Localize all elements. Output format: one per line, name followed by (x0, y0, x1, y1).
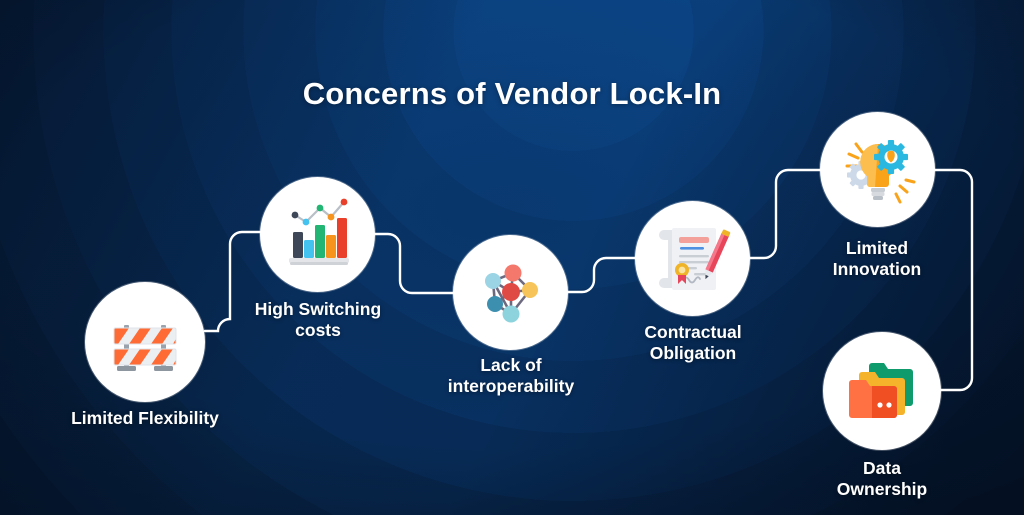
node-label: Limited Innovation (832, 238, 922, 280)
icon-bubble (453, 235, 568, 350)
icon-bubble (635, 201, 750, 316)
icon-bubble (820, 112, 935, 227)
node-label: High Switching costs (254, 299, 382, 341)
connector-2-3 (373, 232, 455, 295)
icon-bubble (85, 282, 205, 402)
lightbulb-gears-icon (845, 139, 915, 203)
contract-document-icon (658, 227, 730, 290)
node-label: Lack of interoperability (447, 355, 575, 397)
node-label: Contractual Obligation (644, 322, 742, 364)
connector-4-5 (748, 168, 822, 260)
network-nodes-icon (484, 264, 538, 322)
bar-chart-growth-icon (288, 198, 349, 265)
node-label: Data Ownership (836, 458, 928, 500)
connector-3-4 (566, 256, 637, 294)
road-barrier-icon (113, 325, 177, 371)
folders-stack-icon (849, 363, 913, 418)
connector-5-6 (933, 168, 974, 392)
icon-bubble (260, 177, 375, 292)
node-label: Limited Flexibility (71, 408, 219, 428)
icon-bubble (823, 332, 941, 450)
connector-1-2 (203, 230, 262, 333)
page-title: Concerns of Vendor Lock-In (302, 76, 722, 111)
